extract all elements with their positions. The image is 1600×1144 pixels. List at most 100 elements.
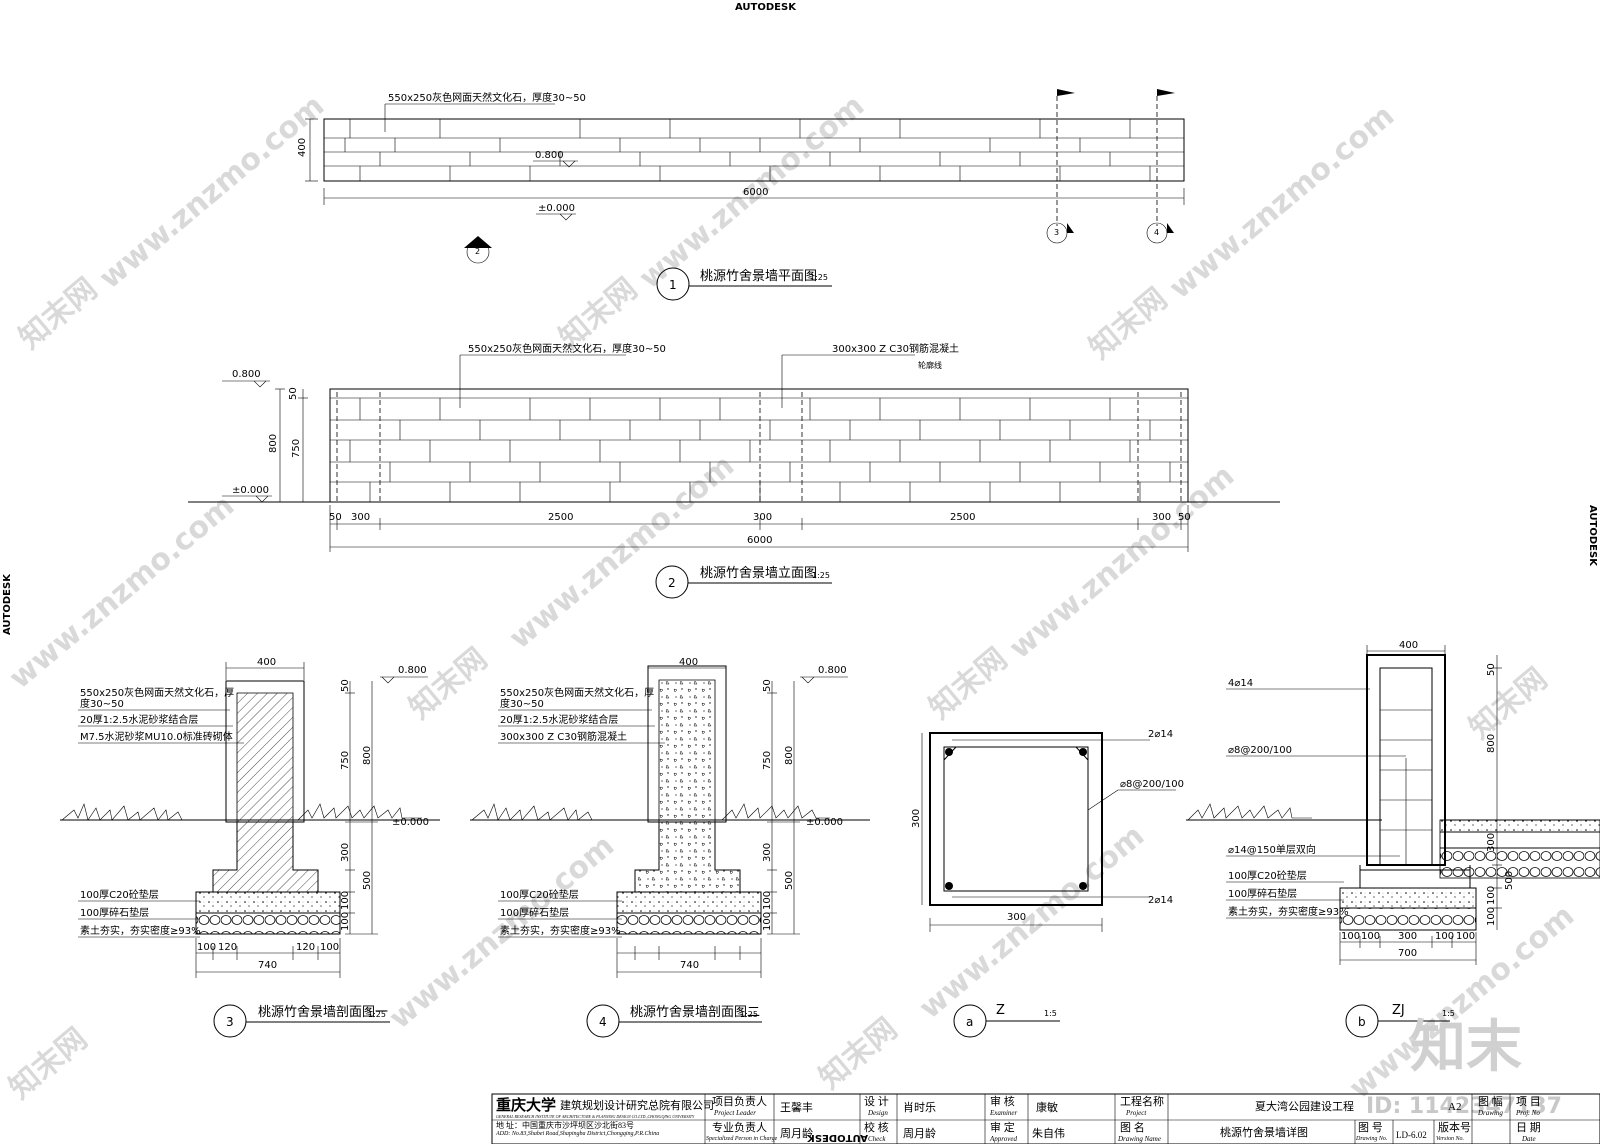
project-no-label-en: Proj. No xyxy=(1516,1109,1540,1117)
plan-elevation-mark-2: 2 xyxy=(475,247,480,256)
section1-dim-750: 750 xyxy=(340,751,351,770)
approved-label: 审 定 xyxy=(990,1122,1015,1134)
plan-length-dim: 6000 xyxy=(743,187,768,198)
detail-b-title: ZJ xyxy=(1392,1003,1405,1018)
section1-top-dim: 400 xyxy=(257,657,276,668)
section1-scale: 1:25 xyxy=(368,1010,386,1019)
section2-note-1b: 度30~50 xyxy=(500,697,544,710)
examiner-label-en: Examiner xyxy=(990,1109,1018,1117)
detail-b-view: 4⌀14 ⌀8@200/100 ⌀14@150单层双向 100厚C20砼垫层 1… xyxy=(1186,640,1600,1038)
elevation-dim-b1: 50 xyxy=(329,512,342,523)
detail-a-title: Z xyxy=(996,1003,1005,1018)
project-name-label: 工程名称 xyxy=(1120,1096,1164,1108)
section1-dim-100b: 100 xyxy=(340,912,351,931)
check-value: 周月龄 xyxy=(903,1128,936,1140)
sheet-size-label: 图 幅 xyxy=(1478,1096,1503,1108)
watermark-text: 知末网 xyxy=(403,641,494,726)
examiner-value: 康敏 xyxy=(1036,1102,1058,1114)
section1-total-dim: 740 xyxy=(258,960,277,971)
drawing-name-label: 图 名 xyxy=(1120,1122,1145,1134)
detail-a-title-number: a xyxy=(966,1015,973,1029)
section1-dim-800: 800 xyxy=(362,746,373,765)
detail-b-dim-100b: 100 xyxy=(1486,907,1497,926)
detail-b-dim-b1: 100 xyxy=(1341,931,1360,942)
detail-b-note-5: 100厚碎石垫层 xyxy=(1228,887,1297,900)
plan-stone-pattern xyxy=(324,119,1184,181)
watermark-text: www.znzmo.com xyxy=(1163,98,1401,306)
institute-name: 建筑规划设计研究总院有限公司 xyxy=(560,1100,714,1112)
section2-dim-800: 800 xyxy=(784,746,795,765)
project-leader-label: 项目负责人 xyxy=(712,1096,767,1108)
autodesk-label-bottom: AUTODESK xyxy=(806,1132,868,1143)
check-label-en: Check xyxy=(868,1135,886,1143)
project-leader-value: 王馨丰 xyxy=(780,1102,813,1114)
approved-label-en: Approved xyxy=(990,1135,1017,1143)
section2-note-2: 20厚1:2.5水泥砂浆结合层 xyxy=(500,713,618,726)
section2-dim-750: 750 xyxy=(762,751,773,770)
section-1-view: 550x250灰色网面天然文化石，厚 度30~50 20厚1:2.5水泥砂浆结合… xyxy=(60,657,440,1038)
watermark-text: www.znzmo.com xyxy=(1003,458,1241,666)
section2-dim-500: 500 xyxy=(784,871,795,890)
detail-a-dim-bottom: 300 xyxy=(1007,912,1026,923)
detail-b-dim-500: 500 xyxy=(1504,871,1515,890)
institute-address-en: ADD: No.83,Shabei Road,Shapingba Distric… xyxy=(496,1131,660,1137)
project-leader-label-en: Project Leader xyxy=(714,1109,756,1117)
section2-base-3: 素土夯实，夯实密度≥93% xyxy=(500,924,621,937)
watermark-id: ID: 1142347137 xyxy=(1366,1094,1562,1119)
detail-a-view: 2⌀14 ⌀8@200/100 2⌀14 300 300 a Z 1:5 xyxy=(911,729,1184,1038)
elevation-scale: 1:25 xyxy=(812,571,830,580)
elevation-dim-50: 50 xyxy=(288,387,299,400)
watermark-text: www.znzmo.com xyxy=(3,488,241,696)
elevation-title-number: 2 xyxy=(668,576,676,590)
section1-note-2: 20厚1:2.5水泥砂浆结合层 xyxy=(80,713,198,726)
section1-note-1b: 度30~50 xyxy=(80,697,124,710)
title-block-frame xyxy=(491,1093,1600,1144)
plan-level-zero: ±0.000 xyxy=(538,203,575,214)
elevation-title: 桃源竹舍景墙立面图 xyxy=(700,566,817,581)
watermark-text: 知末网 xyxy=(1463,661,1554,746)
specialist-label-en: Specialized Person in Charge xyxy=(706,1136,778,1142)
elevation-dim-b5: 2500 xyxy=(950,512,975,523)
drawing-name-label-en: Drawing Name xyxy=(1118,1135,1161,1143)
section2-scale: 1:25 xyxy=(740,1010,758,1019)
watermark-logo: 知末 xyxy=(1410,1015,1522,1080)
approved-value: 朱自伟 xyxy=(1032,1128,1065,1140)
elevation-dim-800: 800 xyxy=(268,434,279,453)
plan-view: 550x250灰色网面天然文化石，厚度30~50 400 0.800 6000 … xyxy=(297,89,1185,301)
watermark-text: www.znzmo.com xyxy=(913,818,1151,1026)
section1-dim-300: 300 xyxy=(340,843,351,862)
drawing-no-label: 图 号 xyxy=(1358,1122,1383,1134)
detail-b-dim-300: 300 xyxy=(1486,833,1497,852)
section1-level-zero: ±0.000 xyxy=(392,817,429,828)
section1-dim-500: 500 xyxy=(362,871,373,890)
section-2-view: 550x250灰色网面天然文化石，厚 度30~50 20厚1:2.5水泥砂浆结合… xyxy=(470,657,870,1038)
section2-dim-100a: 100 xyxy=(762,891,773,910)
section2-level-zero: ±0.000 xyxy=(806,817,843,828)
detail-b-dim-b5: 100 xyxy=(1456,931,1475,942)
detail-a-bar-bottom: 2⌀14 xyxy=(1148,895,1173,906)
elevation-view: 550x250灰色网面天然文化石，厚度30~50 300x300 Z C30钢筋… xyxy=(188,342,1280,599)
autodesk-label-left: AUTODESK xyxy=(2,573,13,635)
section2-top-dim: 400 xyxy=(679,657,698,668)
elevation-dim-b3: 2500 xyxy=(548,512,573,523)
section1-dim-50: 50 xyxy=(340,679,351,692)
specialist-label: 专业负责人 xyxy=(712,1122,767,1134)
section2-dim-100b: 100 xyxy=(762,912,773,931)
section1-level-top: 0.800 xyxy=(398,665,427,676)
elevation-column-sub: 轮廓线 xyxy=(918,360,942,370)
design-value: 肖时乐 xyxy=(903,1102,936,1114)
detail-b-dim-b4: 100 xyxy=(1435,931,1454,942)
section2-dim-50: 50 xyxy=(762,679,773,692)
detail-b-dim-b2: 100 xyxy=(1361,931,1380,942)
plan-section-mark-3: 3 xyxy=(1054,228,1059,237)
project-name-label-en: Project xyxy=(1126,1109,1147,1117)
project-name-value: 夏大湾公园建设工程 xyxy=(1255,1101,1354,1113)
section1-base-1: 100厚C20砼垫层 xyxy=(80,888,159,901)
drawing-name-value: 桃源竹舍景墙详图 xyxy=(1220,1127,1308,1139)
watermark-text: 知末网 xyxy=(13,271,104,356)
detail-a-bar-top: 2⌀14 xyxy=(1148,729,1173,740)
version-label-en: Version No. xyxy=(1436,1136,1465,1142)
elevation-stone-note: 550x250灰色网面天然文化石，厚度30~50 xyxy=(468,342,666,355)
project-no-label: 项 目 xyxy=(1516,1096,1541,1108)
design-label: 设 计 xyxy=(864,1096,889,1108)
